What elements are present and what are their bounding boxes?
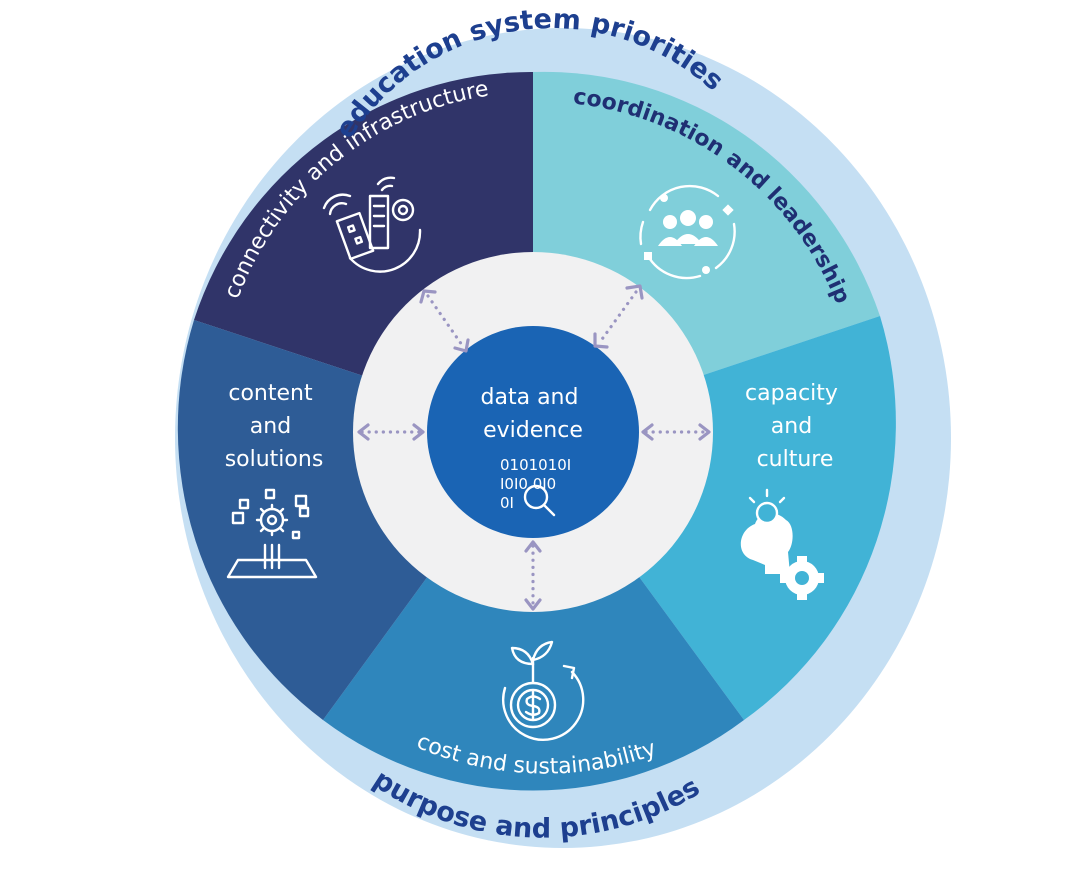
team-cycle-icon [639,184,736,280]
capacity-label: capacity and culture [745,381,845,472]
arrow-cost [524,540,542,611]
center-label: data and evidence [481,385,586,443]
digital-content-gear-icon [226,488,318,579]
svg-text:0101010I: 0101010I [500,456,571,474]
svg-text:0I: 0I [500,494,514,512]
sustainable-money-plant-icon [502,640,585,741]
smart-city-globe-icon [322,176,422,273]
center-circle [427,326,639,538]
arrow-connectivity [419,289,470,353]
arrow-capacity [641,423,711,441]
binary-magnifier-icon: 0101010I I0I0 0I0 0I [500,456,571,517]
pie-segments [177,71,896,791]
arrow-content [357,423,425,441]
arrow-coordination [593,284,644,349]
content-label: content and solutions [225,381,324,472]
head-lightbulb-gear-icon [740,488,824,600]
